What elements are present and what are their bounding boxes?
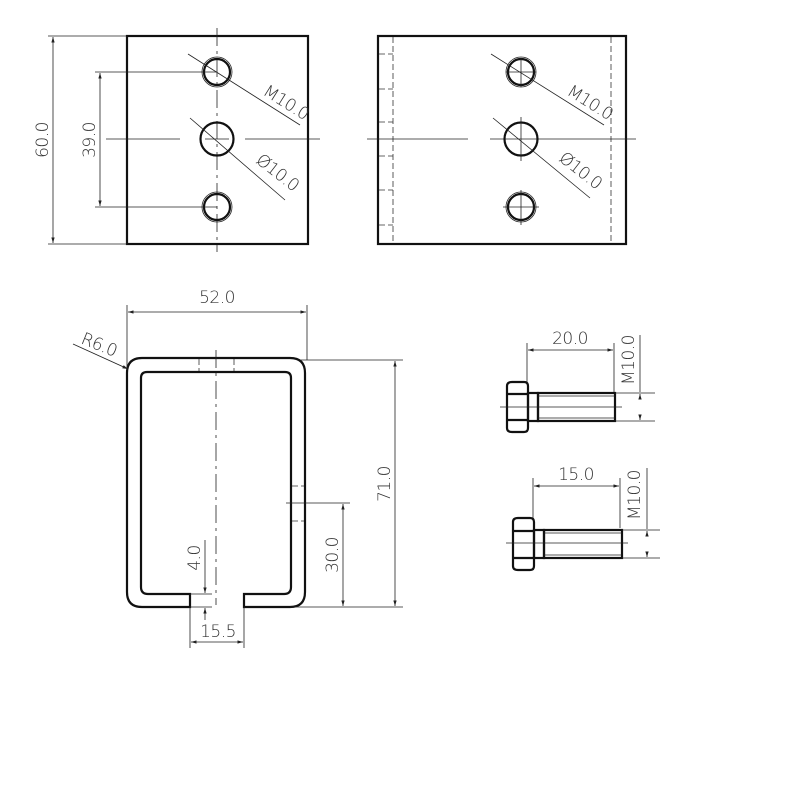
profile-section-view: 52.0 R6.0 71.0 30.0 4.0 15.5 bbox=[72, 288, 403, 648]
bolt-head bbox=[505, 380, 530, 434]
dim-radius-label: R6.0 bbox=[78, 329, 120, 361]
plate-outline bbox=[125, 34, 310, 246]
dim-thickness-label: 4.0 bbox=[185, 545, 205, 571]
diameter-label: Ø10.0 bbox=[252, 150, 303, 196]
plain-hole-middle bbox=[199, 121, 235, 157]
dim-height-label: 60.0 bbox=[33, 122, 53, 158]
dim-hole-height-label: 30.0 bbox=[323, 537, 343, 573]
side-plate-view: M10.0 Ø10.0 bbox=[367, 34, 636, 246]
dim-width-label: 52.0 bbox=[199, 288, 235, 308]
side-plate-outline bbox=[376, 34, 628, 246]
profile-outer bbox=[125, 356, 307, 609]
thread-label: M10.0 bbox=[259, 81, 312, 124]
bolt-short-thread-label: M10.0 bbox=[625, 470, 645, 520]
bolt-short-length-label: 15.0 bbox=[558, 465, 594, 485]
hidden-ticks bbox=[379, 53, 393, 226]
dim-height-label: 71.0 bbox=[375, 466, 395, 502]
side-plain-hole-middle bbox=[503, 117, 539, 161]
leader-radius bbox=[72, 343, 129, 370]
leader-thread bbox=[187, 53, 301, 126]
leader-diameter bbox=[189, 117, 286, 201]
side-thread-label: M10.0 bbox=[563, 81, 616, 124]
side-threaded-hole-top bbox=[505, 56, 537, 88]
dim-hole-spacing-label: 39.0 bbox=[80, 122, 100, 158]
bolt-long-thread-label: M10.0 bbox=[619, 335, 639, 385]
side-threaded-hole-bottom bbox=[503, 190, 539, 225]
bolt-long-length-label: 20.0 bbox=[552, 329, 588, 349]
bolt-shank bbox=[542, 528, 624, 560]
side-diameter-label: Ø10.0 bbox=[555, 148, 606, 194]
front-plate-view: 60.0 39.0 M10.0 Ø10.0 bbox=[33, 28, 320, 252]
bolt-head bbox=[511, 516, 536, 572]
bolt-short-view: 15.0 M10.0 bbox=[506, 465, 660, 572]
bolt-long-view: 20.0 M10.0 bbox=[500, 329, 655, 434]
dim-slot-label: 15.5 bbox=[200, 622, 236, 642]
